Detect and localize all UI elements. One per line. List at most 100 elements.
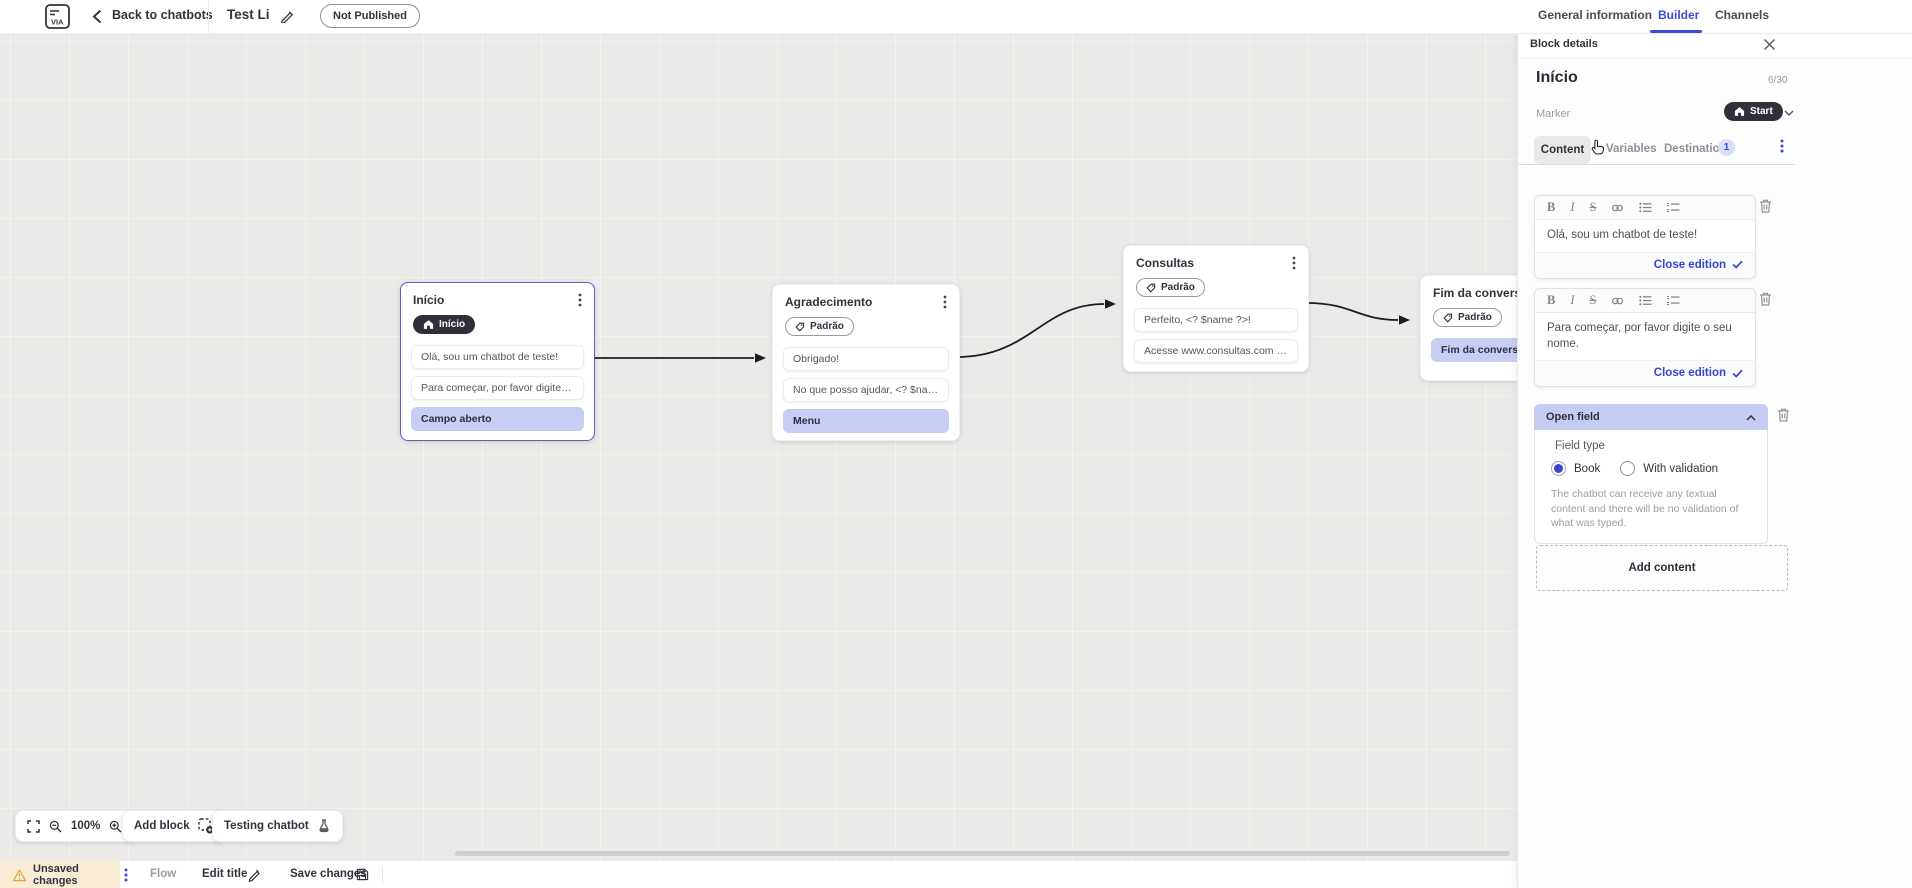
block-content-item[interactable]: Olá, sou um chatbot de teste! (411, 345, 584, 369)
strikethrough-icon[interactable]: S (1589, 293, 1597, 307)
chevron-down-icon[interactable] (1784, 110, 1794, 117)
bold-icon[interactable]: B (1547, 293, 1556, 307)
italic-icon[interactable]: I (1570, 200, 1575, 214)
radio-unselected[interactable] (1620, 461, 1636, 476)
rename-pencil-icon[interactable] (280, 8, 295, 23)
rich-text-editor[interactable]: B I S Para começar, por favor digite o s… (1534, 288, 1756, 388)
flow-label: Flow (150, 868, 177, 880)
block-menu-icon[interactable] (578, 293, 582, 307)
editor-text[interactable]: Olá, sou um chatbot de teste! (1547, 229, 1698, 241)
app-logo[interactable]: VIA (44, 3, 71, 30)
link-icon[interactable] (1611, 202, 1624, 214)
link-icon[interactable] (1611, 295, 1624, 307)
panel-tabs-menu-icon[interactable] (1780, 139, 1784, 153)
back-to-chatbots-link[interactable]: Back to chatbots (112, 8, 213, 22)
canvas-horizontal-scrollbar[interactable] (455, 851, 1510, 856)
editor-text[interactable]: Para começar, por favor digite o seu nom… (1547, 322, 1732, 350)
add-content-button[interactable]: Add content (1536, 545, 1788, 591)
publish-status-badge: Not Published (320, 4, 420, 28)
block-marker-badge: Padrão (785, 317, 854, 336)
svg-text:VIA: VIA (51, 18, 64, 27)
bottom-status-bar: Unsaved changes Flow Edit title Save cha… (0, 860, 1517, 888)
block-menu-icon[interactable] (1292, 256, 1296, 270)
save-changes-button[interactable]: Save changes (290, 868, 367, 880)
rich-text-toolbar: B I S (1535, 289, 1755, 313)
save-icon[interactable] (356, 868, 369, 881)
tab-channels[interactable]: Channels (1715, 8, 1770, 22)
block-title: Agradecimento (785, 295, 873, 309)
italic-icon[interactable]: I (1570, 293, 1575, 307)
flow-block-consultas[interactable]: Consultas Padrão Perfeito, <? $name ?>! … (1123, 245, 1309, 372)
top-bar: VIA Back to chatbots Test Li Not Publish… (0, 0, 1912, 34)
open-field-title: Open field (1546, 411, 1600, 423)
rich-text-editor[interactable]: B I S Olá, sou um chatbot de teste! Clos… (1534, 195, 1756, 279)
radio-selected[interactable] (1551, 461, 1566, 476)
panel-tab-destination[interactable]: Destination (1664, 143, 1727, 155)
back-arrow-icon[interactable] (92, 9, 102, 24)
open-field-body: Field type Book With validation The chat… (1534, 430, 1768, 545)
block-content-item[interactable]: Para começar, por favor digite o ... (411, 376, 584, 400)
block-title: Fim da conversa (1433, 286, 1528, 300)
open-field-header[interactable]: Open field (1534, 404, 1768, 430)
panel-tab-content[interactable]: Content (1534, 136, 1591, 164)
destination-count-badge: 1 (1718, 139, 1735, 156)
add-block-button[interactable]: Add block (122, 810, 226, 842)
canvas-zoom-toolbar: 100% (15, 810, 135, 842)
edit-title-button[interactable]: Edit title (202, 868, 248, 880)
home-icon (1734, 107, 1745, 116)
block-marker-badge: Padrão (1433, 308, 1502, 327)
edit-title-pencil-icon[interactable] (248, 869, 261, 882)
block-content-item[interactable]: Acesse www.consultas.com par... (1134, 338, 1298, 363)
close-edition-button[interactable]: Close edition (1535, 251, 1755, 278)
zoom-in-icon[interactable] (109, 820, 122, 833)
panel-tab-variables[interactable]: Variables (1606, 143, 1657, 155)
block-content-item-open-field[interactable]: Campo aberto (411, 407, 584, 431)
zoom-level: 100% (71, 820, 101, 832)
tab-general-information[interactable]: General information (1538, 8, 1653, 22)
block-title: Início (413, 293, 445, 307)
rich-text-toolbar: B I S (1535, 196, 1755, 220)
statusbar-divider (382, 867, 383, 883)
radio-option-with-validation[interactable]: With validation (1620, 461, 1718, 476)
fit-screen-icon[interactable] (27, 819, 40, 833)
numbered-list-icon[interactable] (1667, 295, 1680, 306)
testing-chatbot-button[interactable]: Testing chatbot (212, 810, 343, 842)
delete-content-icon[interactable] (1758, 291, 1773, 307)
flow-block-inicio[interactable]: Início Início Olá, sou um chatbot de tes… (400, 282, 595, 441)
connection-wires (593, 299, 1410, 363)
strikethrough-icon[interactable]: S (1589, 200, 1597, 214)
tab-builder[interactable]: Builder (1658, 8, 1700, 22)
delete-open-field-icon[interactable] (1776, 407, 1791, 423)
block-content-item[interactable]: Obrigado! (783, 346, 949, 371)
home-icon (423, 320, 434, 329)
flow-canvas[interactable]: Início Início Olá, sou um chatbot de tes… (0, 33, 1612, 860)
check-icon (1732, 369, 1743, 378)
block-marker-badge: Início (413, 315, 476, 334)
zoom-out-icon[interactable] (49, 820, 62, 833)
block-name-field[interactable]: Início (1536, 69, 1578, 86)
open-field-section: Open field Field type Book With validati… (1534, 404, 1768, 545)
unsaved-changes-indicator: Unsaved changes (0, 861, 120, 888)
bold-icon[interactable]: B (1547, 200, 1556, 214)
delete-content-icon[interactable] (1758, 198, 1773, 214)
close-icon[interactable] (1763, 38, 1776, 51)
mouse-cursor-hand (1591, 139, 1607, 158)
name-char-counter: 6/30 (1768, 75, 1788, 86)
chatbot-title[interactable]: Test Li (227, 7, 270, 22)
radio-option-book[interactable]: Book (1551, 461, 1600, 476)
marker-select[interactable]: Start (1724, 102, 1783, 121)
add-block-icon (197, 818, 214, 834)
bullet-list-icon[interactable] (1639, 295, 1652, 306)
warning-icon (13, 869, 27, 881)
numbered-list-icon[interactable] (1667, 202, 1680, 213)
block-content-item[interactable]: No que posso ajudar, <? $name ... (783, 377, 949, 402)
field-type-description: The chatbot can receive any textual cont… (1551, 488, 1739, 530)
active-tab-underline (1650, 30, 1702, 33)
bullet-list-icon[interactable] (1639, 202, 1652, 213)
block-menu-icon[interactable] (943, 295, 947, 309)
flow-block-agradecimento[interactable]: Agradecimento Padrão Obrigado! No que po… (772, 284, 960, 441)
close-edition-button[interactable]: Close edition (1535, 360, 1755, 387)
block-content-item-menu[interactable]: Menu (783, 408, 949, 433)
statusbar-menu-icon[interactable] (124, 868, 128, 882)
block-content-item[interactable]: Perfeito, <? $name ?>! (1134, 307, 1298, 332)
